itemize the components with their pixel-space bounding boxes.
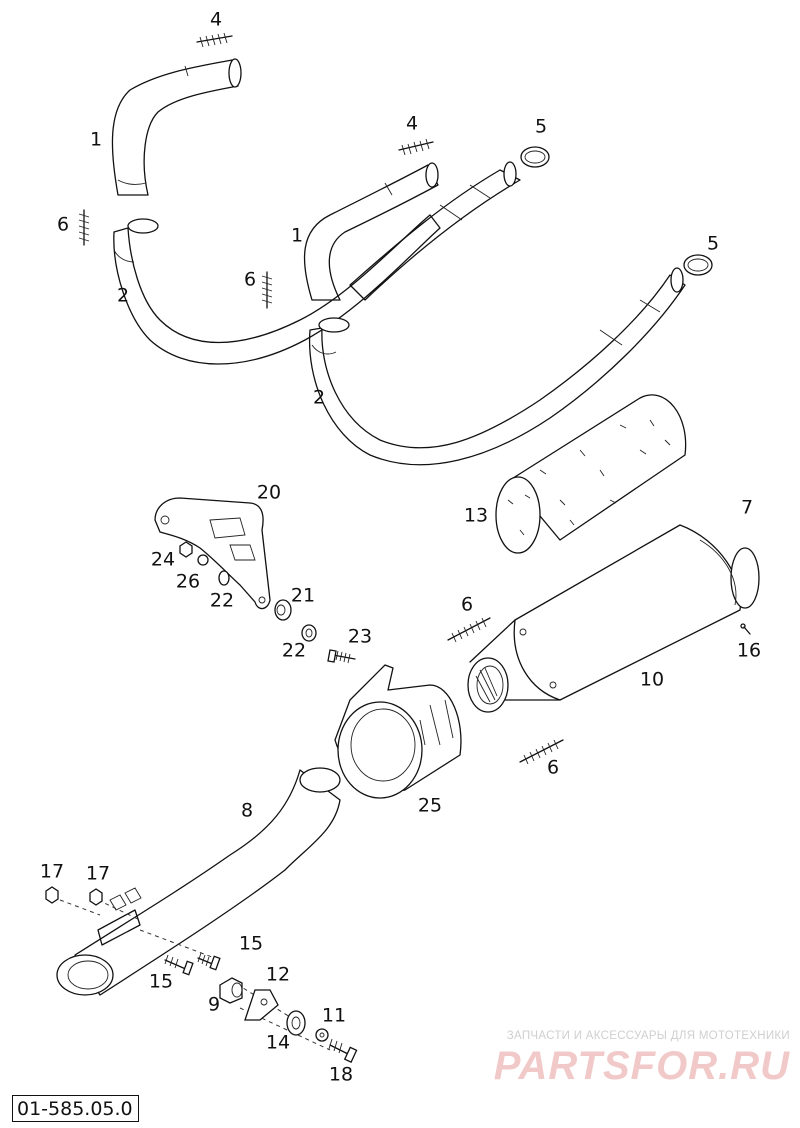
callout-21: 21 [291, 585, 315, 607]
watermark-tagline: ЗАПЧАСТИ И АКСЕССУАРЫ ДЛЯ МОТОТЕХНИКИ [506, 1030, 790, 1042]
grommet-14 [286, 1010, 306, 1036]
bolt-15-lower [164, 954, 194, 976]
callout-15-lower: 15 [149, 971, 173, 993]
heat-shield-clamp-25 [334, 664, 462, 799]
header-pipe-1-left [111, 58, 242, 196]
nut-17-left [45, 886, 59, 904]
callout-4-mid: 4 [406, 113, 418, 135]
spring-6-left [78, 209, 90, 246]
nut-17-right [89, 888, 103, 906]
diagram-code: 01-585.05.0 [12, 1095, 139, 1122]
callout-2-right: 2 [313, 387, 325, 409]
callout-8: 8 [241, 800, 253, 822]
callout-23: 23 [348, 626, 372, 648]
mid-pipe-upper [349, 161, 521, 301]
callout-1-right: 1 [291, 225, 303, 247]
rivet-16 [740, 623, 751, 635]
washer-11 [315, 1028, 329, 1042]
callout-5-top: 5 [535, 116, 547, 138]
header-pipe-2-left [113, 214, 441, 365]
spring-4-top [196, 32, 233, 48]
callout-6-lower-muffler: 6 [547, 757, 559, 779]
bracket-20-hardware [179, 541, 356, 664]
callout-13: 13 [464, 505, 488, 527]
bushing-9 [219, 977, 243, 1004]
callout-10: 10 [640, 669, 664, 691]
callout-25: 25 [418, 795, 442, 817]
callout-22-upper: 22 [210, 590, 234, 612]
callout-4-top: 4 [210, 9, 222, 31]
watermark-logo: PARTSFOR.RU [493, 1044, 790, 1088]
callout-20: 20 [257, 482, 281, 504]
callout-14: 14 [266, 1032, 290, 1054]
callout-6-mid: 6 [244, 269, 256, 291]
callout-6-upper-muffler: 6 [461, 594, 473, 616]
callout-17-left: 17 [40, 861, 64, 883]
clamp-5-top [520, 146, 550, 168]
muffler-body-10 [469, 524, 760, 701]
callout-6-left: 6 [57, 214, 69, 236]
callout-labels: 4 4 1 1 5 5 6 6 6 6 2 2 20 13 7 24 26 22… [40, 9, 761, 1086]
bolt-15-upper [197, 952, 221, 971]
spring-6-mid [261, 271, 273, 309]
callout-9: 9 [208, 994, 220, 1016]
muffler-inlet-cone [467, 657, 509, 713]
callout-26: 26 [176, 571, 200, 593]
callout-1-left: 1 [90, 129, 102, 151]
bracket-12 [244, 989, 279, 1021]
spring-6-upper-muffler [447, 617, 491, 643]
callout-5-right: 5 [707, 233, 719, 255]
bracket-20 [154, 497, 271, 610]
header-pipe-1-right [303, 162, 439, 301]
spring-4-mid [398, 138, 434, 156]
callout-24: 24 [151, 549, 175, 571]
header-pipe-2-right [308, 267, 686, 466]
callout-17-right: 17 [86, 863, 110, 885]
link-pipe-8 [56, 767, 341, 996]
callout-22-lower: 22 [282, 640, 306, 662]
callout-2-left: 2 [117, 285, 129, 307]
callout-15-upper: 15 [239, 933, 263, 955]
bolt-18 [328, 1038, 358, 1063]
insulation-wrap-13 [495, 394, 687, 554]
spring-6-lower-muffler [519, 739, 564, 765]
callout-18: 18 [329, 1064, 353, 1086]
callout-7: 7 [741, 497, 753, 519]
callout-11: 11 [322, 1005, 346, 1027]
clamp-5-right [683, 254, 713, 276]
callout-16: 16 [737, 640, 761, 662]
callout-12: 12 [266, 964, 290, 986]
